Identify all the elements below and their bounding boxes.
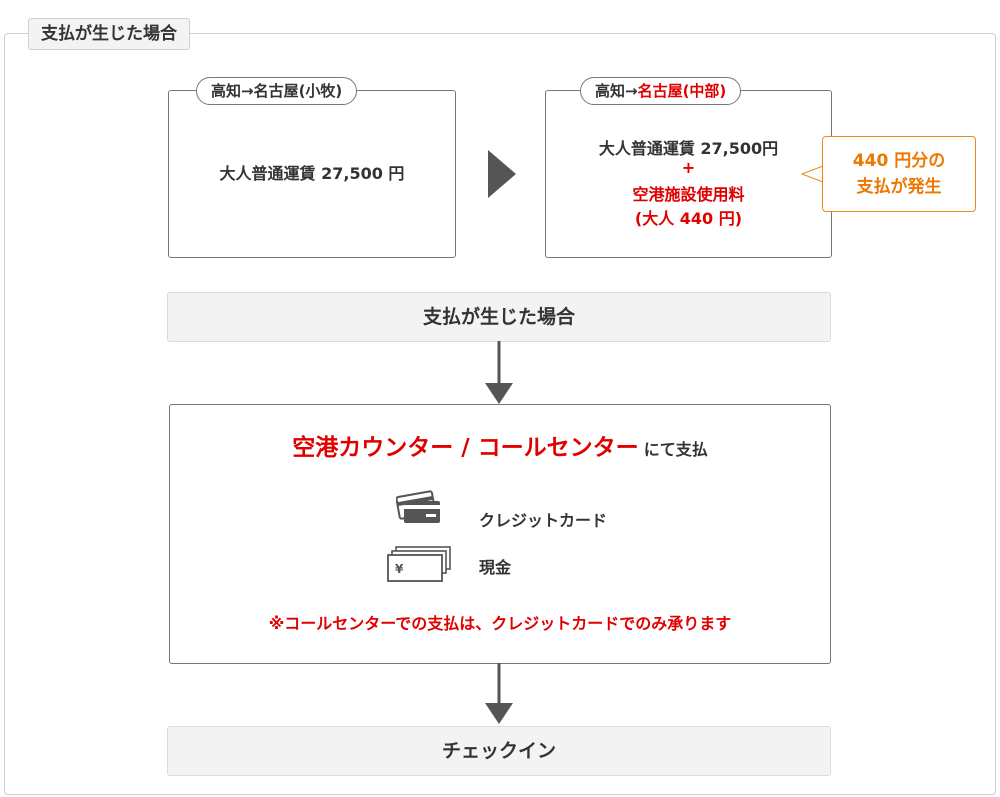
airport-fee-label: 空港施設使用料 xyxy=(632,185,745,204)
fare-original: 大人普通運賃 27,500 円 xyxy=(219,164,405,183)
payment-heading: 空港カウンター / コールセンター にて支払 xyxy=(169,428,831,462)
fare-changed: 大人普通運賃 27,500円 xyxy=(598,139,779,158)
down-arrow-icon xyxy=(485,341,513,404)
route-destination: 名古屋(中部) xyxy=(637,82,727,100)
step-payment-required: 支払が生じた場合 xyxy=(167,292,831,342)
section-title: 支払が生じた場合 xyxy=(28,18,190,50)
route-box-changed xyxy=(545,90,832,258)
callout-pointer xyxy=(800,165,824,183)
route-origin: 高知→ xyxy=(595,82,638,100)
right-arrow-icon xyxy=(488,150,516,198)
route-label-original: 高知→名古屋(小牧) xyxy=(196,77,358,105)
payment-heading-suffix: にて支払 xyxy=(643,440,708,459)
callout-line-1: 440 円分の xyxy=(852,151,946,171)
plus-sign: + xyxy=(681,158,696,177)
airport-fee-amount: (大人 440 円) xyxy=(634,209,743,228)
payment-channel: 空港カウンター / コールセンター xyxy=(292,435,639,461)
credit-card-icon xyxy=(396,490,440,523)
cash-icon: ¥ xyxy=(387,546,451,582)
route-label-changed: 高知→名古屋(中部) xyxy=(580,77,742,105)
payment-method-cash: 現金 xyxy=(479,558,512,577)
down-arrow-icon xyxy=(485,663,513,724)
payment-method-card: クレジットカード xyxy=(479,511,608,530)
route-box-original xyxy=(168,90,456,258)
payment-box xyxy=(169,404,831,664)
callcenter-note: ※コールセンターでの支払は、クレジットカードでのみ承ります xyxy=(268,614,732,633)
payment-callout: 440 円分の 支払が発生 xyxy=(822,136,976,212)
callout-line-2: 支払が発生 xyxy=(856,177,942,197)
yen-symbol: ¥ xyxy=(395,562,404,576)
step-checkin: チェックイン xyxy=(167,726,831,776)
